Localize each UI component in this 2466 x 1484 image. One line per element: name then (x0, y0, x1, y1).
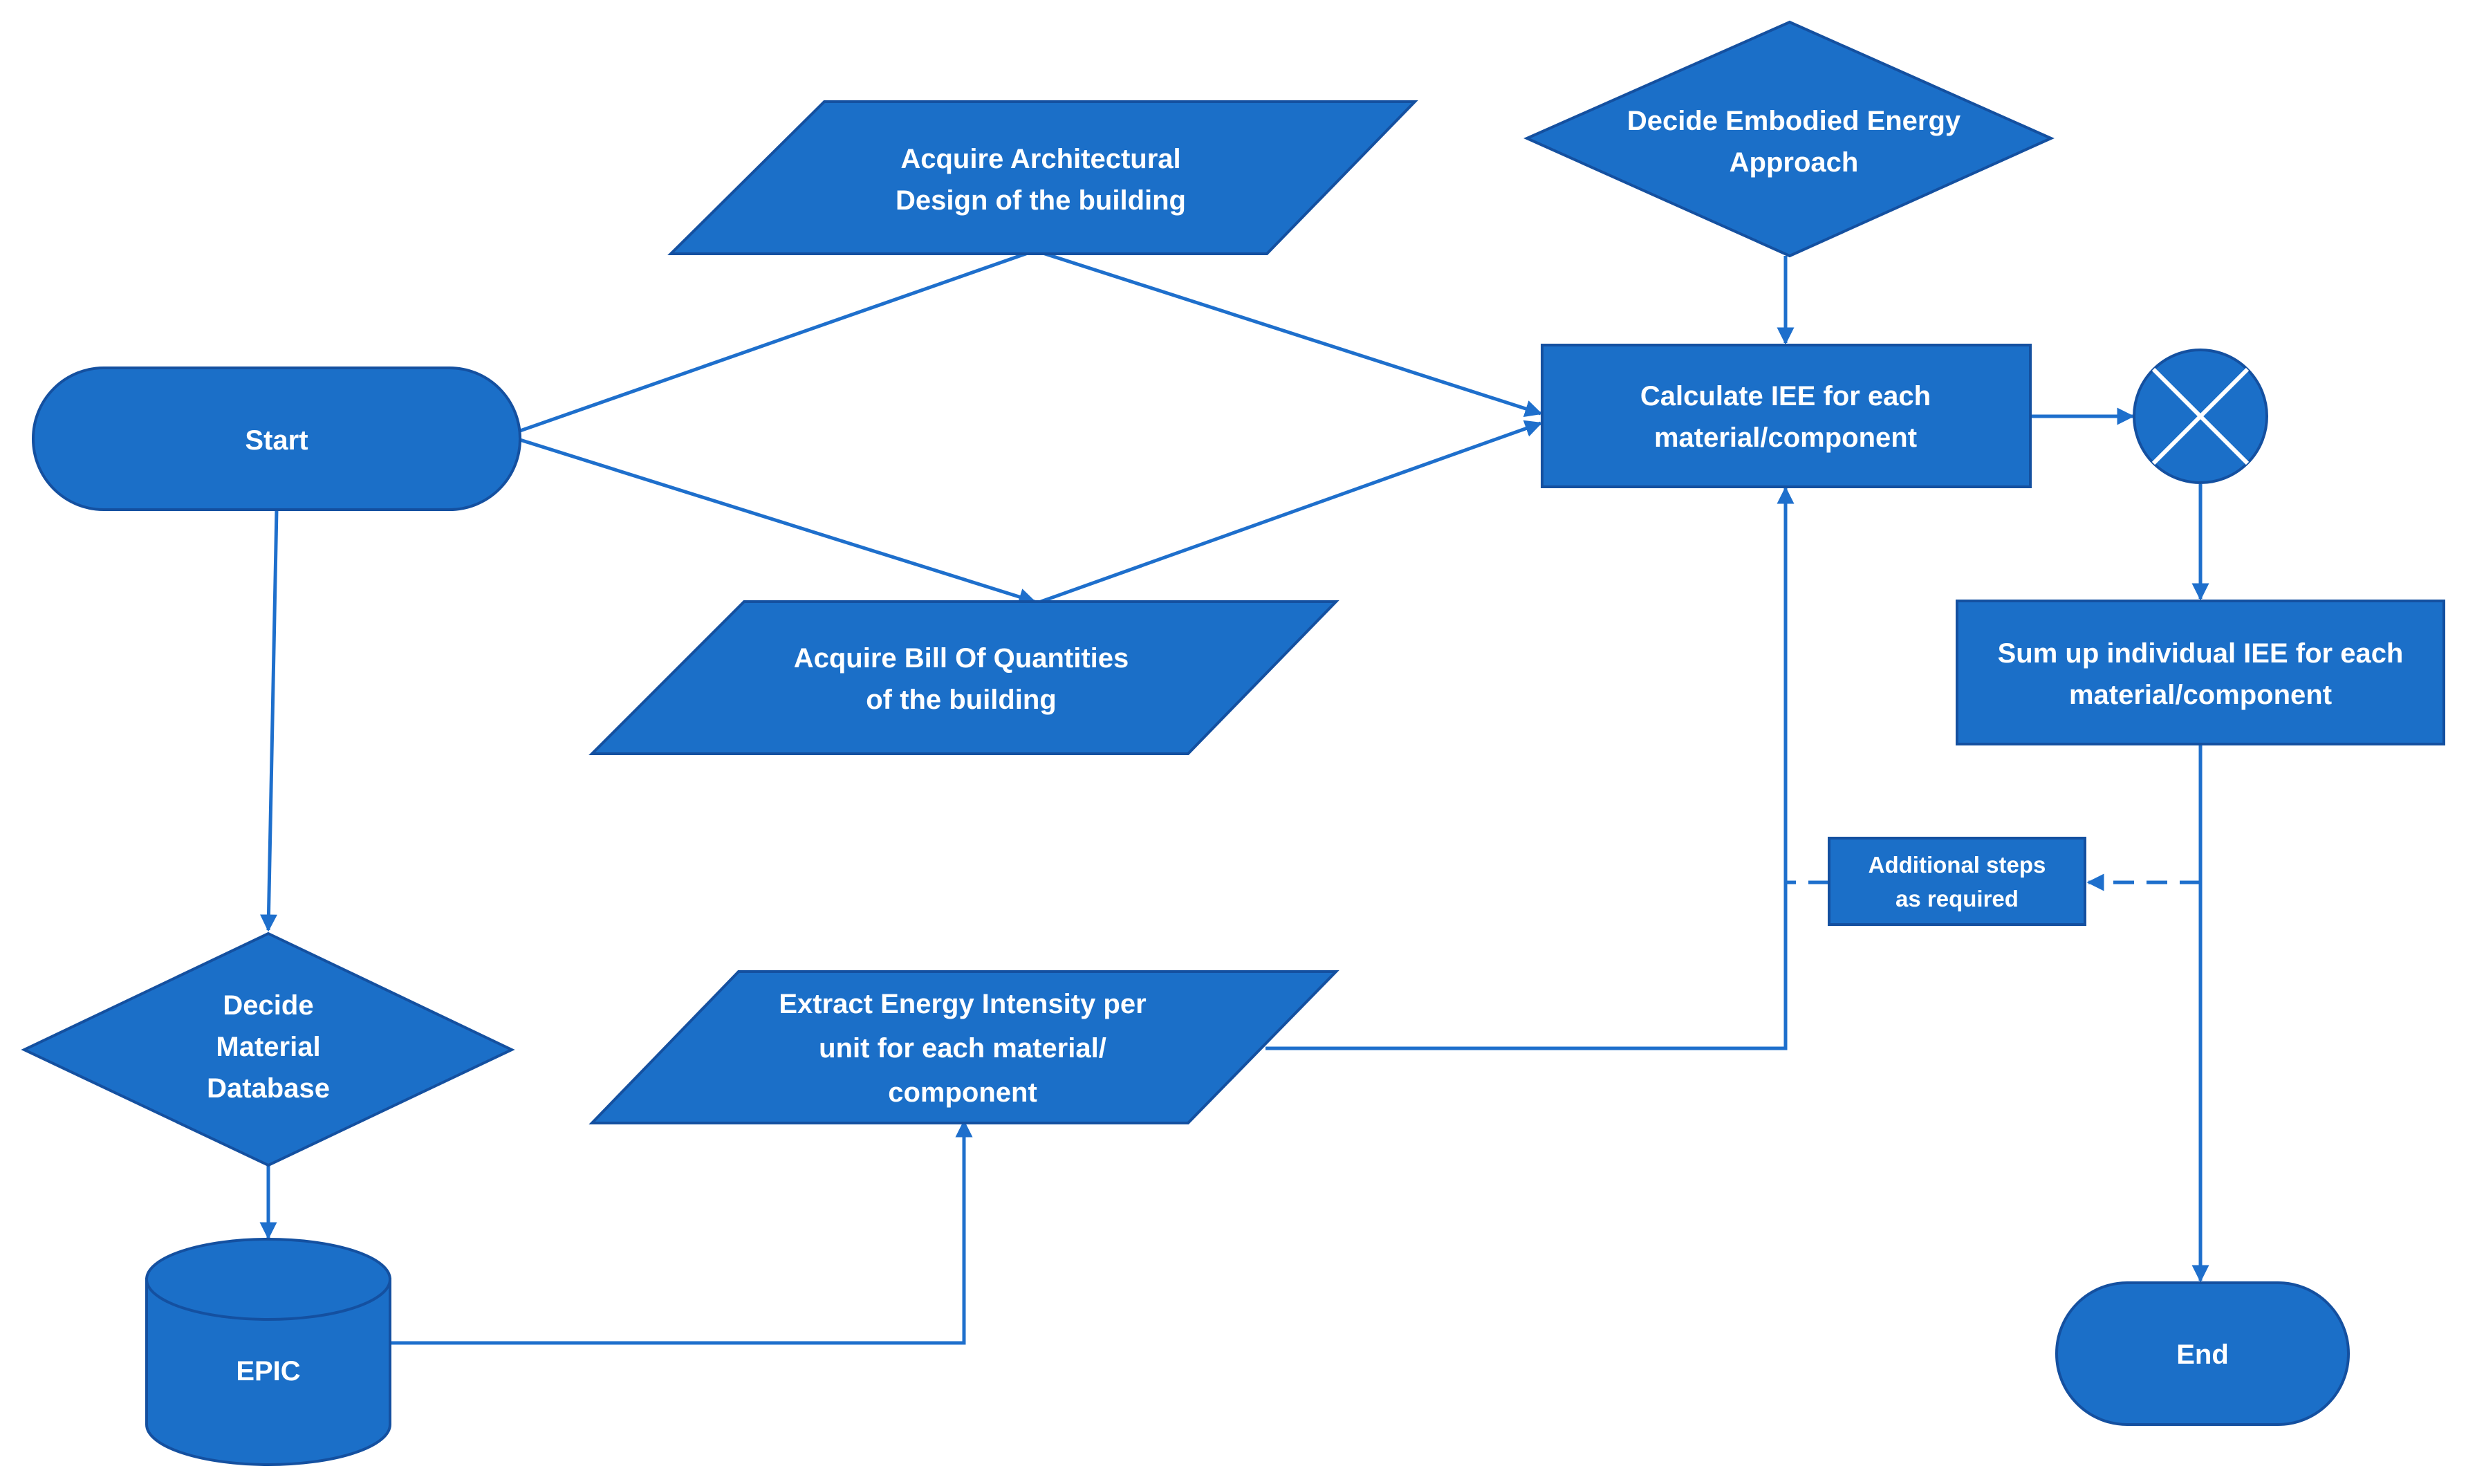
sum-iee-node[interactable]: Sum up individual IEE for each material/… (1956, 600, 2445, 745)
extract-intensity-node[interactable]: Extract Energy Intensity per unit for ea… (588, 970, 1339, 1124)
epic-cylinder-body (145, 1278, 391, 1466)
end-label: End (2176, 1339, 2229, 1370)
start-terminator-shape (32, 367, 521, 511)
decide-database-decision-shape (21, 931, 515, 1167)
decide-approach-label-line-2: Approach (1730, 147, 1859, 178)
edge-start-to-acquire-design (519, 250, 1030, 433)
edge-acquire-boq-to-calculate-iee (1040, 420, 1543, 604)
extract-intensity-label-line-2: unit for each material/ (819, 1033, 1106, 1064)
extract-intensity-data-shape (588, 970, 1339, 1124)
edge-start-to-decide-database (259, 509, 279, 932)
edge-start-to-acquire-boq (519, 438, 1037, 606)
additional-steps-label-line-2: as required (1895, 886, 2019, 911)
end-terminator-shape (2055, 1281, 2350, 1426)
acquire-boq-node[interactable]: Acquire Bill Of Quantities of the buildi… (588, 600, 1339, 755)
sum-iee-process-shape (1956, 600, 2445, 745)
end-node[interactable]: End (2055, 1281, 2350, 1426)
decide-approach-node[interactable]: Decide Embodied Energy Approach (1523, 20, 2055, 258)
acquire-design-data-shape (667, 100, 1418, 255)
calculate-iee-label-line-1: Calculate IEE for each (1640, 381, 1931, 411)
acquire-design-label-line-2: Design of the building (896, 185, 1186, 216)
nodes: Start Acquire Architectural Design of th… (21, 20, 2445, 1466)
decide-database-label-line-3: Database (207, 1073, 330, 1104)
acquire-design-label-line-1: Acquire Architectural (900, 144, 1180, 174)
edge-acquire-design-to-calculate-iee (1040, 250, 1543, 417)
acquire-boq-label-line-2: of the building (866, 685, 1057, 715)
extract-intensity-label-line-3: component (888, 1077, 1037, 1108)
epic-cylinder-top (145, 1238, 391, 1321)
acquire-boq-data-shape (588, 600, 1339, 755)
decide-approach-decision-shape (1523, 20, 2055, 258)
start-label: Start (245, 425, 308, 456)
acquire-boq-label-line-1: Acquire Bill Of Quantities (794, 643, 1129, 674)
decide-database-label-line-2: Material (216, 1032, 320, 1062)
edge-extract-intensity-to-calculate-iee (1266, 486, 1795, 1050)
extract-intensity-label-line-1: Extract Energy Intensity per (779, 989, 1146, 1019)
start-node[interactable]: Start (32, 367, 521, 511)
acquire-design-node[interactable]: Acquire Architectural Design of the buil… (667, 100, 1418, 255)
calculate-iee-process-shape (1541, 344, 2032, 488)
decide-database-label-line-1: Decide (223, 990, 313, 1021)
epic-node[interactable]: EPIC (145, 1238, 391, 1466)
junction-cross-line-b (2151, 367, 2250, 465)
additional-steps-node[interactable]: Additional steps as required (1828, 837, 2086, 926)
or-junction-node[interactable] (2133, 349, 2268, 484)
calculate-iee-node[interactable]: Calculate IEE for each material/componen… (1541, 344, 2032, 488)
decide-database-node[interactable]: Decide Material Database (21, 931, 515, 1167)
additional-steps-label-line-1: Additional steps (1869, 852, 2046, 878)
edge-epic-to-extract-intensity (391, 1120, 973, 1345)
sum-iee-label-line-1: Sum up individual IEE for each (1998, 638, 2404, 669)
sum-iee-label-line-2: material/component (2069, 680, 2332, 710)
decide-approach-label-line-1: Decide Embodied Energy (1627, 106, 1961, 136)
connectors (259, 250, 2209, 1345)
additional-steps-process-shape (1828, 837, 2086, 926)
calculate-iee-label-line-2: material/component (1654, 423, 1917, 453)
epic-label: EPIC (236, 1356, 300, 1386)
